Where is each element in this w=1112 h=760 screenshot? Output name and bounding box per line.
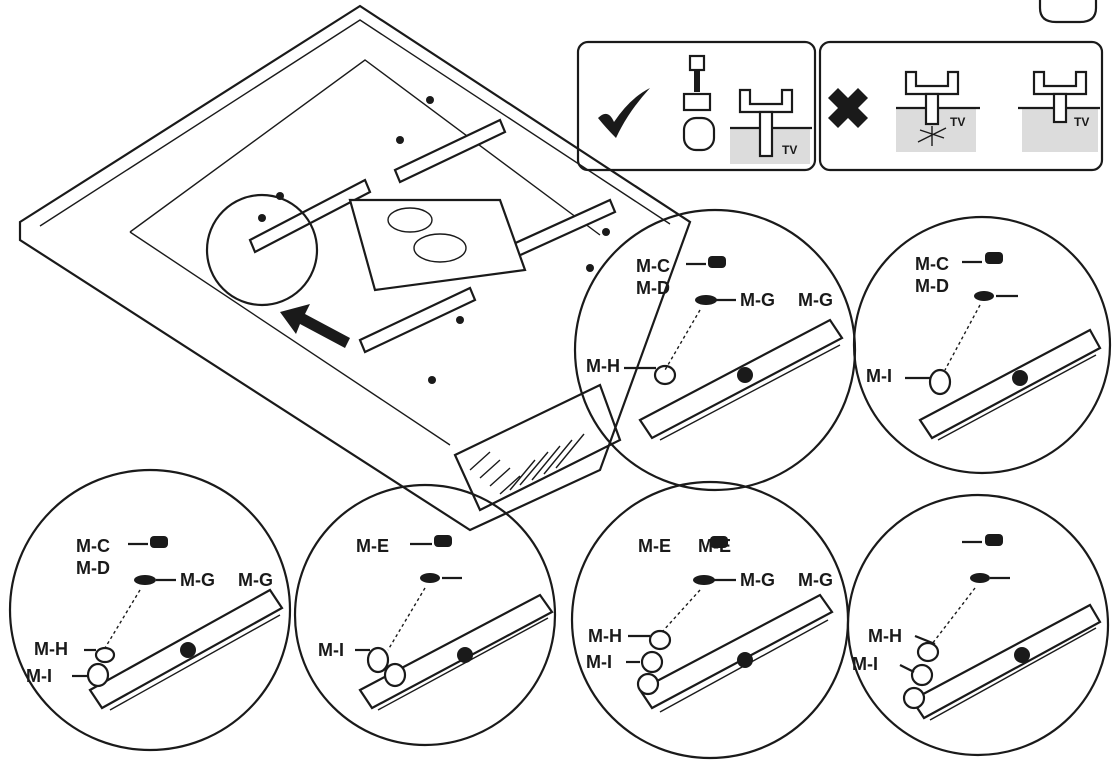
washer-icon — [134, 575, 156, 585]
label-washer: M-G — [740, 290, 775, 310]
clamp-bracket-icon — [738, 88, 794, 158]
spacer-icon-2 — [640, 650, 664, 674]
label-washer-2: M-G — [798, 570, 833, 590]
spacer-icon — [653, 364, 677, 386]
label-spacer: M-H — [586, 356, 620, 376]
check-icon — [598, 88, 650, 138]
spacer-icon — [94, 646, 116, 664]
detail-circle-6: M-H M-I — [846, 493, 1110, 757]
cross-icon — [828, 88, 868, 128]
label-screw: M-C — [915, 254, 949, 274]
direction-arrow — [280, 304, 350, 348]
rail-segment — [910, 603, 1102, 721]
rail-segment — [638, 318, 844, 441]
label-washer: M-G — [740, 570, 775, 590]
screw-stack-icon — [682, 54, 716, 152]
screw-icon — [708, 256, 726, 268]
clamp-bracket-icon-too-short — [1032, 70, 1088, 124]
label-screw-2: M-E — [698, 536, 731, 556]
spacer-icon — [366, 646, 390, 674]
clamp-bracket-icon-too-deep — [904, 70, 960, 146]
detail-circle-4: M-E M-I — [293, 483, 557, 747]
detail-circle-2: M-C M-D M-I — [852, 215, 1112, 475]
washer-icon — [970, 573, 990, 583]
tv-surface-label-correct: TV — [782, 143, 797, 157]
label-spacer-2: M-I — [852, 654, 878, 674]
spacer-icon-3 — [902, 686, 926, 710]
magnifier-circle — [205, 193, 319, 307]
spacer-icon-2 — [86, 662, 110, 688]
bracket-rails — [248, 118, 617, 354]
screw-icon — [150, 536, 168, 548]
label-spacer: M-I — [318, 640, 344, 660]
screw-icon — [710, 536, 728, 548]
label-screw-2: M-D — [915, 276, 949, 296]
screw-icon — [434, 535, 452, 547]
label-spacer: M-H — [588, 626, 622, 646]
label-washer: M-G — [180, 570, 215, 590]
rail-segment — [358, 593, 554, 711]
washer-icon — [695, 295, 717, 305]
label-screw: M-C — [76, 536, 110, 556]
wrong-installation-box: TV TV — [818, 40, 1104, 172]
rail-segment — [918, 328, 1102, 441]
washer-icon — [420, 573, 440, 583]
label-screw-2: M-D — [636, 278, 670, 298]
detail-circle-1: M-C M-D M-G M-G M-H — [573, 208, 857, 492]
tv-back-with-bracket — [18, 4, 692, 532]
spacer-icon — [916, 641, 940, 663]
rail-segment — [638, 593, 834, 713]
label-washer-2: M-G — [238, 570, 273, 590]
label-spacer-2: M-I — [586, 652, 612, 672]
label-spacer: M-H — [868, 626, 902, 646]
label-screw: M-E — [356, 536, 389, 556]
guide-panel: TV TV TV — [576, 40, 1104, 172]
screw-icon — [985, 534, 1003, 546]
rail-segment — [88, 588, 284, 711]
label-screw: M-E — [638, 536, 671, 556]
screw-icon — [985, 252, 1003, 264]
label-washer-2: M-G — [798, 290, 833, 310]
spacer-icon-2 — [383, 662, 407, 688]
label-spacer: M-H — [34, 639, 68, 659]
detail-circle-3: M-C M-D M-G M-G M-H M-I — [8, 468, 292, 752]
detail-circle-5: M-E M-E M-G M-G M-H M-I — [570, 480, 850, 760]
washer-icon — [693, 575, 715, 585]
spacer-icon-3 — [636, 672, 660, 696]
label-screw: M-C — [636, 256, 670, 276]
label-spacer: M-I — [866, 366, 892, 386]
tv-surface-label-wrong-1: TV — [950, 115, 965, 129]
tv-surface-label-wrong-2: TV — [1074, 115, 1089, 129]
label-screw-2: M-D — [76, 558, 110, 578]
callout-box-top-right — [1038, 0, 1098, 24]
label-spacer-2: M-I — [26, 666, 52, 686]
spacer-icon — [928, 368, 952, 396]
correct-installation-box: TV — [576, 40, 817, 172]
vent-slots — [453, 383, 622, 512]
washer-icon — [974, 291, 994, 301]
spacer-icon-2 — [910, 663, 934, 687]
spacer-icon — [648, 629, 672, 651]
